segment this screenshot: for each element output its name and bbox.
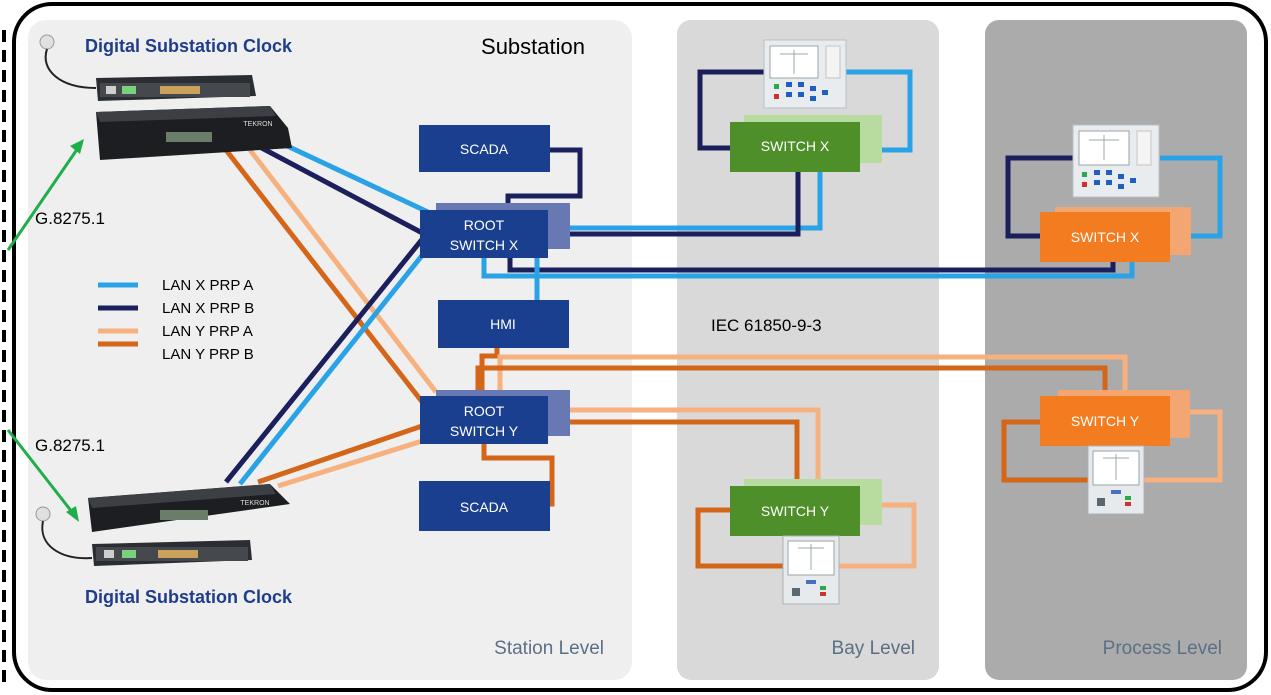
link-procx-ied-a <box>1160 155 1223 239</box>
clock-bottom-brand: TEKRON <box>240 500 269 507</box>
iec-label: IEC 61850-9-3 <box>711 316 822 335</box>
antenna-icon <box>39 34 55 50</box>
legend-label: LAN X PRP A <box>162 277 253 294</box>
link-clock2-rootx-a <box>238 246 430 486</box>
link-bayx-ied-b <box>697 69 765 151</box>
link-rooty-bayy-a <box>548 407 821 486</box>
scada-top-box[interactable]: SCADA <box>419 125 550 172</box>
process-switch-y[interactable]: SWITCH Y <box>1040 390 1190 446</box>
root-y-line2: SWITCH Y <box>450 423 519 439</box>
bay-switch-x-label: SWITCH X <box>761 138 830 154</box>
scada-bottom-box[interactable]: SCADA <box>419 481 550 531</box>
link-rootx-procx-b <box>507 258 1116 273</box>
process-switch-y-label: SWITCH Y <box>1071 413 1140 429</box>
clock-bottom-label: Digital Substation Clock <box>85 587 293 607</box>
bay-ied-x <box>763 39 847 109</box>
bay-switch-y-label: SWITCH Y <box>761 503 830 519</box>
bay-ied-y <box>782 535 840 605</box>
link-rooty-procy-a <box>497 354 1128 396</box>
link-procy-ied-a <box>1140 409 1223 483</box>
clock-top-brand: TEKRON <box>243 121 272 128</box>
station-level-label: Station Level <box>494 638 604 659</box>
root-y-line1: ROOT <box>464 403 505 419</box>
link-bayy-ied-b <box>695 507 785 569</box>
scada-bottom-label: SCADA <box>460 499 509 515</box>
legend: LAN X PRP A LAN X PRP B LAN Y PRP A LAN Y P… <box>98 277 254 363</box>
lan-links <box>224 69 1223 569</box>
link-clock1-rootx-b <box>256 143 430 239</box>
bay-switch-x[interactable]: SWITCH X <box>730 115 882 172</box>
process-switch-x-label: SWITCH X <box>1071 229 1140 245</box>
link-clock1-rooty-b <box>224 148 432 414</box>
link-scada-rootx <box>505 147 583 212</box>
link-rootx-bayx-a <box>548 170 823 231</box>
g8275-top-label: G.8275.1 <box>35 209 105 228</box>
bay-level-label: Bay Level <box>832 638 915 659</box>
link-hmi-rooty <box>479 348 500 396</box>
link-rootx-procx-a <box>481 258 1135 279</box>
link-clock2-rooty-a <box>277 435 433 489</box>
process-switch-x[interactable]: SWITCH X <box>1040 207 1191 262</box>
root-switch-x-box[interactable]: ROOT SWITCH X <box>420 203 570 258</box>
legend-label: LAN X PRP B <box>162 300 254 317</box>
link-clock2-rootx-b <box>224 230 430 484</box>
clock-bottom-device: TEKRON <box>35 484 290 566</box>
link-clock2-rooty-b <box>257 421 429 485</box>
link-clock1-rooty-a <box>248 148 438 394</box>
link-bayy-ied-a <box>838 502 917 569</box>
outer-frame <box>12 2 1268 692</box>
bay-switch-y[interactable]: SWITCH Y <box>730 479 882 536</box>
legend-label: LAN Y PRP A <box>162 323 253 340</box>
ptp-arrows <box>6 139 84 522</box>
hmi-label: HMI <box>490 316 516 332</box>
substation-label: Substation <box>481 34 585 59</box>
link-bayx-ied-a <box>845 69 913 153</box>
process-zone <box>985 20 1247 680</box>
link-rooty-procy-b <box>475 365 1108 398</box>
antenna-icon <box>35 506 51 522</box>
link-rootx-bayx-b <box>548 170 801 237</box>
scada-top-label: SCADA <box>460 141 509 157</box>
link-clock1-rootx-a <box>281 141 430 215</box>
clock-top-label: Digital Substation Clock <box>85 36 293 56</box>
legend-label: LAN Y PRP B <box>162 346 254 363</box>
link-rooty-bayy-b <box>548 419 800 486</box>
process-ied-y <box>1087 445 1145 515</box>
root-x-line2: SWITCH X <box>450 237 519 253</box>
process-level-label: Process Level <box>1103 638 1222 659</box>
clock-top-device: TEKRON <box>39 34 292 160</box>
link-procy-ied-b <box>1001 419 1090 483</box>
root-switch-y-box[interactable]: ROOT SWITCH Y <box>420 390 570 444</box>
root-x-line1: ROOT <box>464 217 505 233</box>
hmi-box[interactable]: HMI <box>438 300 569 348</box>
process-ied-x <box>1072 124 1160 198</box>
g8275-bottom-label: G.8275.1 <box>35 436 105 455</box>
arrow-up-to-clock-top <box>6 147 80 251</box>
link-procx-ied-b <box>1005 155 1075 239</box>
arrow-down-to-clock-bottom <box>6 429 74 513</box>
